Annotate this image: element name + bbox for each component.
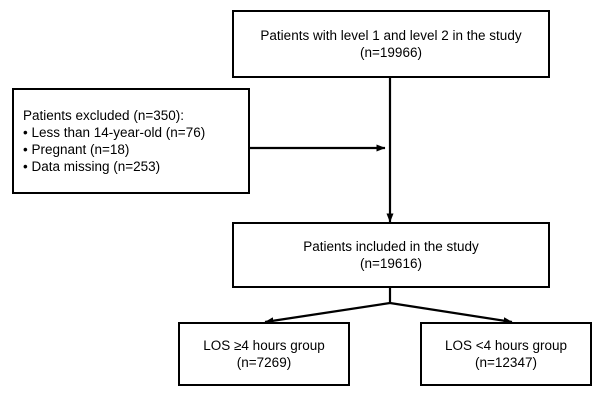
connector-split-right bbox=[389, 301, 513, 325]
node-los-ge-4-hours-group: LOS ≥4 hours group (n=7269) bbox=[178, 322, 350, 386]
node-top-population-line-2: (n=19966) bbox=[360, 45, 422, 60]
node-patients-included-line-2: (n=19616) bbox=[360, 256, 422, 271]
node-patients-included: Patients included in the study (n=19616) bbox=[232, 222, 550, 288]
node-los-lt-4-hours-group: LOS <4 hours group (n=12347) bbox=[420, 322, 592, 386]
node-patients-excluded-line-1: Patients excluded (n=350): bbox=[23, 108, 184, 123]
node-top-population: Patients with level 1 and level 2 in the… bbox=[232, 10, 550, 78]
node-patients-excluded-line-2: • Less than 14-year-old (n=76) bbox=[23, 125, 206, 140]
node-los-ge-4-hours-group-line-1: LOS ≥4 hours group bbox=[203, 338, 325, 353]
node-patients-excluded-line-4: • Data missing (n=253) bbox=[23, 159, 161, 174]
node-top-population-line-1: Patients with level 1 and level 2 in the… bbox=[260, 28, 522, 43]
node-los-lt-4-hours-group-line-2: (n=12347) bbox=[475, 355, 537, 370]
node-los-lt-4-hours-group-line-1: LOS <4 hours group bbox=[445, 338, 567, 353]
node-patients-included-line-1: Patients included in the study bbox=[303, 239, 479, 254]
node-patients-excluded: Patients excluded (n=350): • Less than 1… bbox=[12, 88, 250, 194]
connector-split-left bbox=[264, 301, 391, 325]
node-patients-excluded-line-3: • Pregnant (n=18) bbox=[23, 142, 130, 157]
node-los-ge-4-hours-group-line-2: (n=7269) bbox=[236, 355, 292, 370]
